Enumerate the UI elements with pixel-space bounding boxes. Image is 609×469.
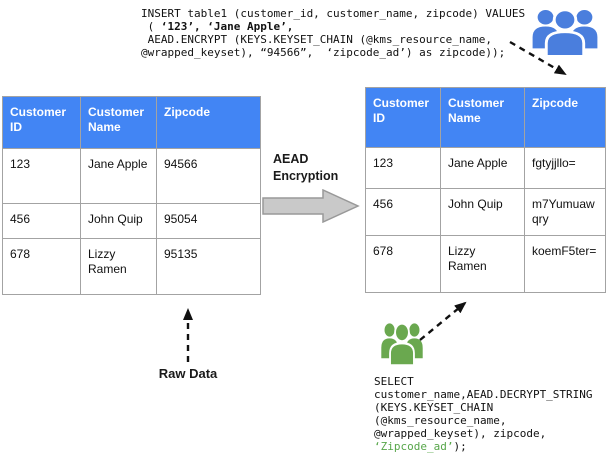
table-row: 123 Jane Apple 94566 <box>2 148 261 204</box>
dashed-arrow-from-select-users <box>419 301 467 341</box>
users-icon <box>532 8 598 57</box>
table-row: 456 John Quip 95054 <box>2 203 261 239</box>
code-line: ‘Zipcode_ad’); <box>374 440 467 453</box>
table-cell: 678 <box>2 238 81 295</box>
table-cell: fgtyjjllo= <box>524 147 606 189</box>
table-cell: 94566 <box>156 148 261 204</box>
green-string-literal: ‘Zipcode_ad’ <box>374 440 454 453</box>
table-row: 678 Lizzy Ramen koemF5ter= <box>365 235 606 293</box>
table-cell: Jane Apple <box>80 148 157 204</box>
column-header-customer-name: Customer Name <box>440 87 525 148</box>
aead-encryption-label: AEAD Encryption <box>273 152 339 183</box>
code-line: @wrapped_keyset), zipcode, <box>374 427 547 440</box>
table-cell: Lizzy Ramen <box>440 235 525 293</box>
table-row: 456 John Quip m7Yumuawqry <box>365 188 606 236</box>
column-header-customer-name: Customer Name <box>80 96 157 149</box>
insert-sql-code: INSERT table1 (customer_id, customer_nam… <box>141 7 525 59</box>
code-line: AEAD.ENCRYPT (KEYS.KEYSET_CHAIN (@kms_re… <box>141 33 492 46</box>
users-icon <box>381 322 423 366</box>
table-cell: 95054 <box>156 203 261 239</box>
dashed-arrow-to-encrypted-table <box>509 40 567 76</box>
table-cell: John Quip <box>440 188 525 236</box>
code-line: (KEYS.KEYSET_CHAIN <box>374 401 494 414</box>
table-cell: 456 <box>365 188 441 236</box>
raw-data-label: Raw Data <box>158 366 218 381</box>
code-line: ( ‘123’, ‘Jane Apple’, <box>141 20 294 33</box>
table-cell: 678 <box>365 235 441 293</box>
column-header-customer-id: Customer ID <box>2 96 81 149</box>
table-cell: m7Yumuawqry <box>524 188 606 236</box>
column-header-zipcode: Zipcode <box>156 96 261 149</box>
column-header-customer-id: Customer ID <box>365 87 441 148</box>
column-header-zipcode: Zipcode <box>524 87 606 148</box>
dashed-arrow-to-raw-table <box>183 308 193 362</box>
table-row: 123 Jane Apple fgtyjjllo= <box>365 147 606 189</box>
table-cell: John Quip <box>80 203 157 239</box>
table-cell: Lizzy Ramen <box>80 238 157 295</box>
table-row: 678 Lizzy Ramen 95135 <box>2 238 261 295</box>
table-cell: 95135 <box>156 238 261 295</box>
raw-data-table: Customer ID Customer Name Zipcode 123 Ja… <box>2 96 261 295</box>
code-line: @wrapped_keyset), “94566”, ‘zipcode_ad’)… <box>141 46 506 59</box>
table-header-row: Customer ID Customer Name Zipcode <box>2 96 261 149</box>
table-cell: 123 <box>365 147 441 189</box>
table-header-row: Customer ID Customer Name Zipcode <box>365 87 606 148</box>
bold-code-values: ‘123’, ‘Jane Apple’, <box>160 20 294 33</box>
code-line: SELECT <box>374 375 414 388</box>
table-cell: Jane Apple <box>440 147 525 189</box>
table-cell: koemF5ter= <box>524 235 606 293</box>
table-cell: 123 <box>2 148 81 204</box>
table-cell: 456 <box>2 203 81 239</box>
code-line: INSERT table1 (customer_id, customer_nam… <box>141 7 526 20</box>
code-line: customer_name,AEAD.DECRYPT_STRING <box>374 388 593 401</box>
encrypted-data-table: Customer ID Customer Name Zipcode 123 Ja… <box>365 87 606 293</box>
block-right-arrow-icon <box>262 189 360 223</box>
code-line: (@kms_resource_name, <box>374 414 507 427</box>
